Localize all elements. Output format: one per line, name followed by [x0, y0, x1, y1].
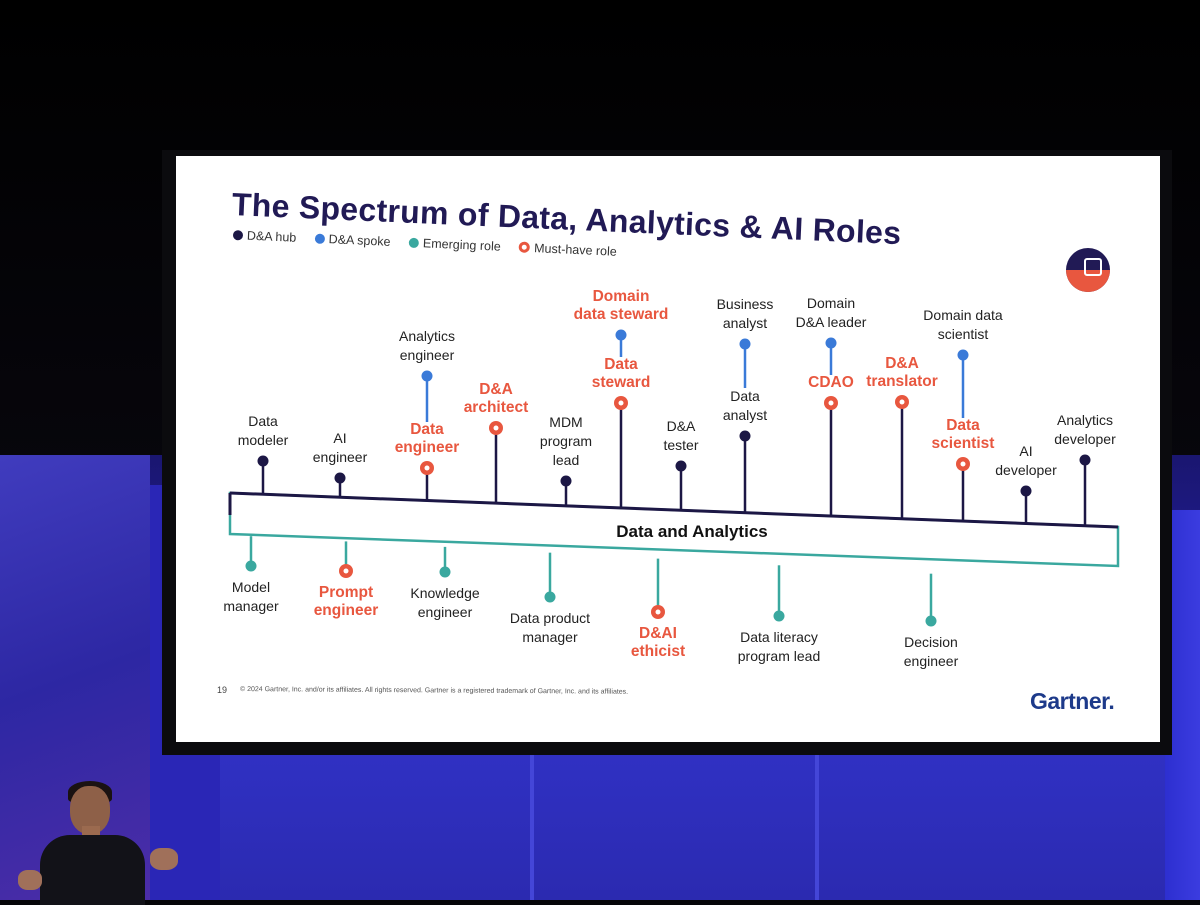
role-data-modeler-marker [257, 455, 269, 467]
speaker-hand-left [18, 870, 42, 890]
role-cdao-marker-center [828, 400, 834, 406]
role-d-a-architect-marker-center [493, 425, 499, 431]
speaker-hand-right [150, 848, 178, 870]
role-d-ai-ethicist-marker-center [655, 609, 661, 615]
stage-floor-seam [530, 745, 534, 900]
center-bar-top-edge [229, 491, 1119, 529]
role-data-engineer-marker-center [424, 465, 430, 471]
role-domain-d-a-leader-marker [825, 337, 837, 349]
role-data-analyst-marker [739, 430, 751, 442]
role-decision-engineer-marker [925, 615, 937, 627]
role-knowledge-engineer-marker [439, 566, 451, 578]
role-domain-data-steward-marker [615, 329, 627, 341]
role-data-product-manager-marker [544, 591, 556, 603]
role-d-a-translator-marker-center [899, 399, 905, 405]
stage-floor-seam [815, 745, 819, 900]
role-model-manager-marker [245, 560, 257, 572]
role-domain-data-scientist-marker [957, 349, 969, 361]
role-d-a-tester-marker [675, 460, 687, 472]
role-ai-developer-marker [1020, 485, 1032, 497]
stage-floor [220, 745, 1200, 900]
speaker-body [40, 835, 145, 905]
role-data-steward-marker-center [618, 400, 624, 406]
role-prompt-engineer-marker-center [343, 568, 349, 574]
puzzle-logo-icon [1066, 248, 1110, 292]
gartner-logo: Gartner. [1030, 688, 1115, 714]
page-number: 19 [217, 685, 228, 695]
role-data-literacy-program-lead-marker [773, 610, 785, 622]
role-cdao-label: CDAO [808, 374, 854, 391]
role-business-analyst-marker [739, 338, 751, 350]
role-mdm-program-lead-marker [560, 475, 572, 487]
role-data-scientist-marker-center [960, 461, 966, 467]
role-analytics-developer-marker [1079, 454, 1091, 466]
role-analytics-engineer-marker [421, 370, 433, 382]
role-ai-engineer-marker [334, 472, 346, 484]
presentation-slide [176, 156, 1160, 742]
center-bar-label: Data and Analytics [616, 522, 767, 541]
